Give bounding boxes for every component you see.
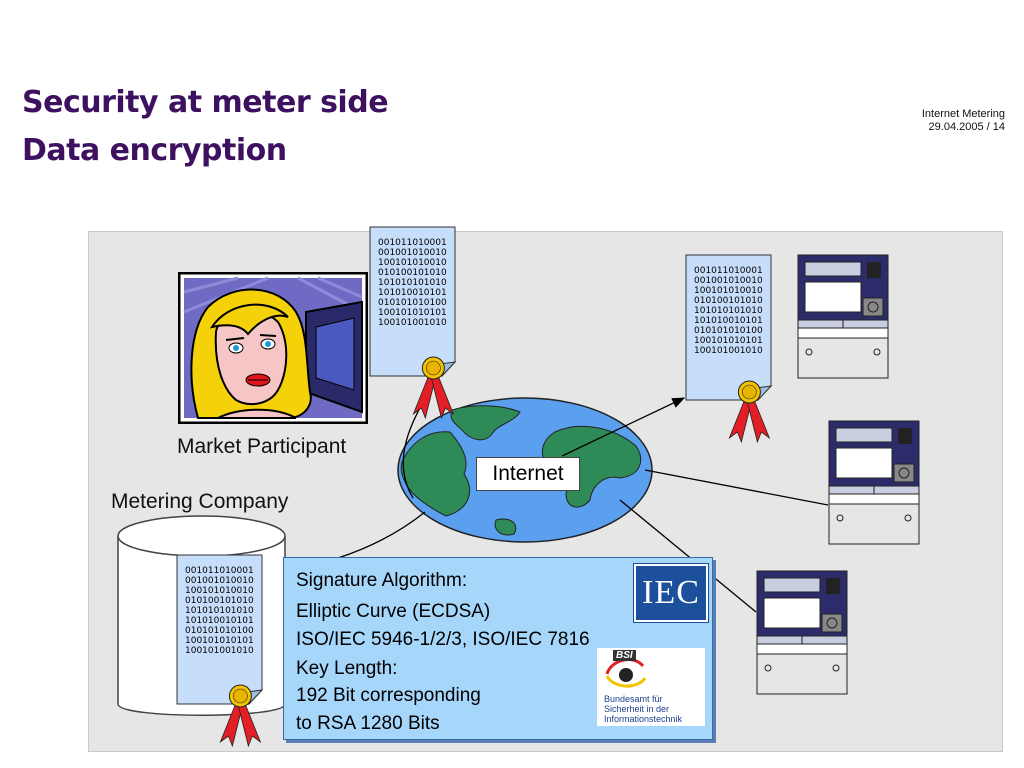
bsi-logo: BSI Bundesamt für Sicherheit in der Info… xyxy=(597,648,705,726)
bsi-logo-text: BSI xyxy=(613,650,636,661)
binary-line: 100101010010 xyxy=(694,286,763,296)
key-length-value: 192 Bit corresponding xyxy=(296,685,481,706)
binary-line: 100101010101 xyxy=(378,308,447,318)
binary-line: 010100101010 xyxy=(185,596,254,606)
meta-date-page: 29.04.2005 / 14 xyxy=(928,121,1005,133)
signature-algorithm-name: Elliptic Curve (ECDSA) xyxy=(296,601,491,622)
iec-logo: IEC xyxy=(634,564,708,622)
bsi-caption: Bundesamt für Sicherheit in der Informat… xyxy=(604,694,683,724)
binary-line: 001001010010 xyxy=(185,576,254,586)
binary-line: 100101010010 xyxy=(185,586,254,596)
bsi-eagle-icon xyxy=(605,658,647,688)
meter-body xyxy=(797,254,889,379)
signature-algorithm-heading: Signature Algorithm: xyxy=(296,570,468,591)
binary-line: 001001010010 xyxy=(694,276,763,286)
document-paper xyxy=(176,554,264,748)
binary-line: 100101001010 xyxy=(694,346,763,356)
electricity-meter-1 xyxy=(797,254,889,384)
electricity-meter-3 xyxy=(756,570,848,700)
binary-line: 101010010101 xyxy=(185,616,254,626)
binary-line: 100101010101 xyxy=(185,636,254,646)
binary-line: 010101010100 xyxy=(378,298,447,308)
binary-line: 100101001010 xyxy=(378,318,447,328)
binary-line: 001001010010 xyxy=(378,248,447,258)
binary-line: 101010010101 xyxy=(378,288,447,298)
seal-ribbon-icon xyxy=(219,684,262,748)
slide-title-line1: Security at meter side xyxy=(22,85,389,120)
seal-ribbon-icon xyxy=(728,380,771,444)
binary-line: 101010101010 xyxy=(378,278,447,288)
slide-meta: Internet Metering 29.04.2005 / 14 xyxy=(922,108,1005,134)
binary-line: 001011010001 xyxy=(185,566,254,576)
metering-company-label: Metering Company xyxy=(111,490,289,513)
binary-line: 101010101010 xyxy=(185,606,254,616)
binary-line: 101010010101 xyxy=(694,316,763,326)
binary-line: 001011010001 xyxy=(694,266,763,276)
market-participant-label: Market Participant xyxy=(177,435,347,458)
internet-label: Internet xyxy=(476,457,580,491)
market-participant-image xyxy=(178,272,368,424)
binary-line: 010100101010 xyxy=(378,268,447,278)
meta-title: Internet Metering xyxy=(921,108,1005,120)
meter-body xyxy=(756,570,848,695)
signature-standards: ISO/IEC 5946-1/2/3, ISO/IEC 7816 xyxy=(296,629,590,650)
seal-ribbon-icon xyxy=(412,356,455,420)
binary-line: 100101010010 xyxy=(378,258,447,268)
binary-line: 101010101010 xyxy=(694,306,763,316)
slide-title-line2: Data encryption xyxy=(22,133,287,168)
binary-line: 001011010001 xyxy=(378,238,447,248)
meter-body xyxy=(828,420,920,545)
binary-line: 100101010101 xyxy=(694,336,763,346)
binary-line: 100101001010 xyxy=(185,646,254,656)
key-length-comparison: to RSA 1280 Bits xyxy=(296,713,440,734)
binary-line: 010101010100 xyxy=(185,626,254,636)
binary-line: 010101010100 xyxy=(694,326,763,336)
electricity-meter-2 xyxy=(828,420,920,550)
signature-info-box: Signature Algorithm: Elliptic Curve (ECD… xyxy=(283,557,713,740)
document-paper xyxy=(369,226,457,420)
document-paper xyxy=(685,254,773,444)
key-length-heading: Key Length: xyxy=(296,658,398,679)
binary-line: 010100101010 xyxy=(694,296,763,306)
